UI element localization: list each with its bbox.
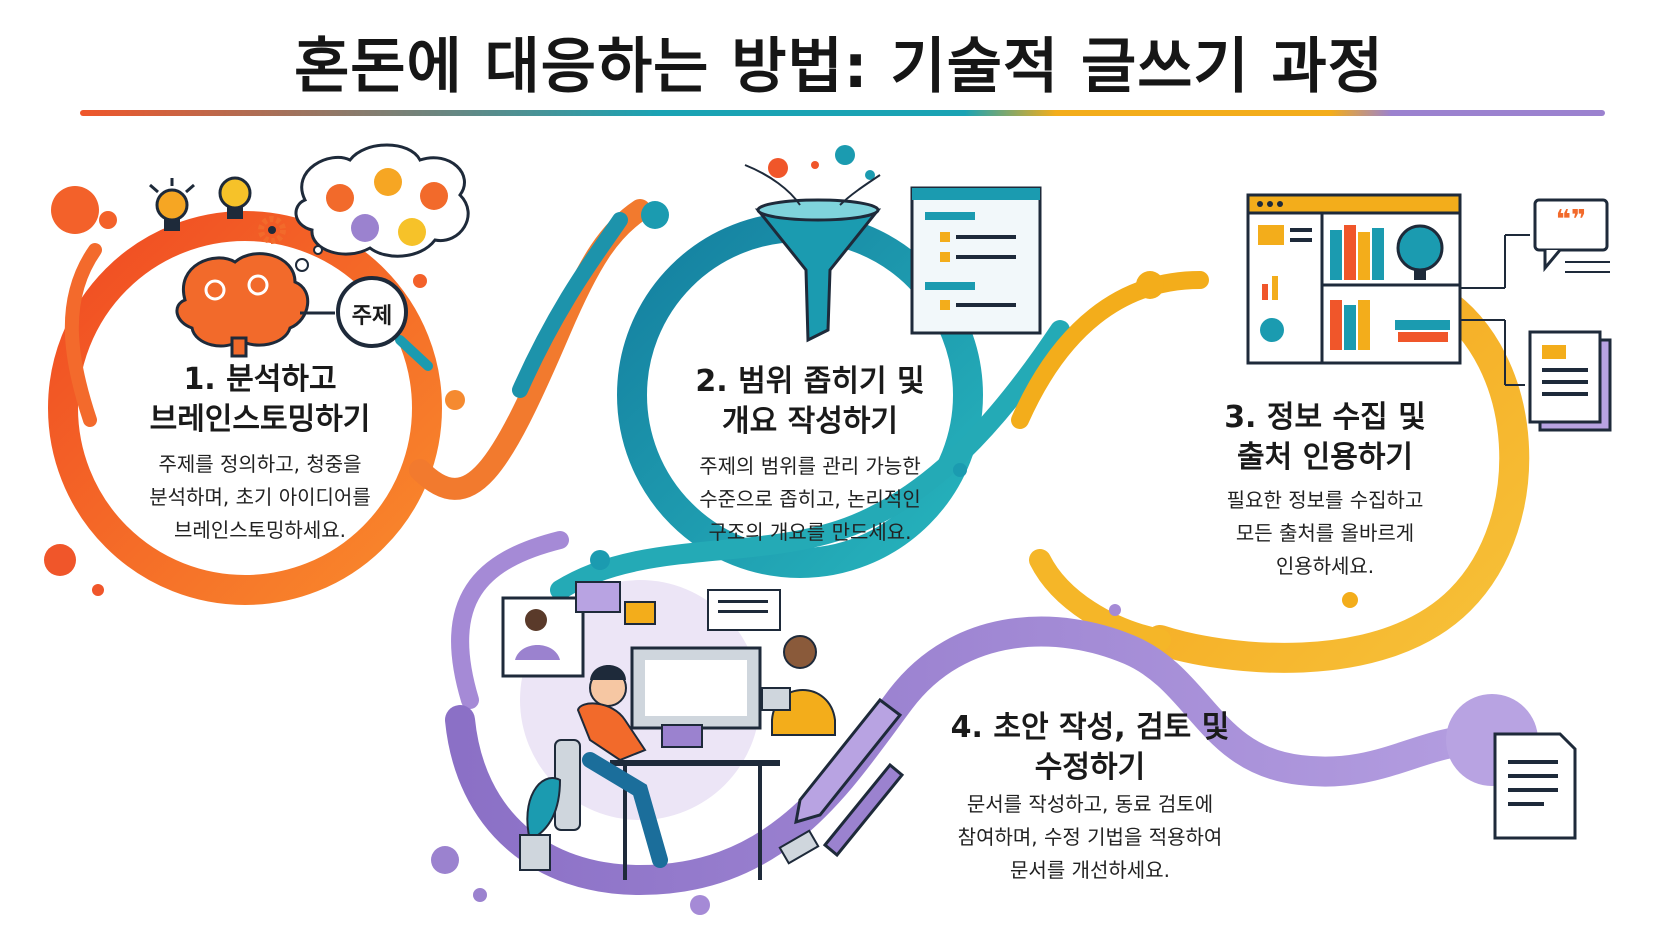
thought-bubble-icon [294, 143, 470, 272]
step-3-desc-line2: 모든 출처를 올바르게 [1235, 521, 1415, 545]
step-1-description: 주제를 정의하고, 청중을 분석하며, 초기 아이디어를 브레인스토밍하세요. [110, 448, 410, 547]
step-2-desc-line2: 수준으로 좁히고, 논리적인 [699, 487, 921, 511]
step-2-title-line2: 개요 작성하기 [721, 404, 899, 439]
step-4-title-line2: 수정하기 [1034, 750, 1146, 785]
chat-bubble-icon [501, 581, 781, 678]
step-4-desc-line2: 참여하며, 수정 기법을 적용하여 [957, 825, 1223, 849]
topic-label: 주제 [351, 304, 393, 329]
step-1-title-line1: 1. 분석하고 [183, 362, 337, 397]
step-3-title-line2: 출처 인용하기 [1236, 440, 1414, 475]
step-1-desc-line1: 주제를 정의하고, 청중을 [158, 452, 362, 476]
step-3-description: 필요한 정보를 수집하고 모든 출처를 올바르게 인용하세요. [1175, 484, 1475, 583]
papers-icon [1460, 319, 1612, 432]
page-title: 혼돈에 대응하는 방법: 기술적 글쓰기 과정 [294, 32, 1384, 102]
quote-glyph: ❝❞ [1555, 205, 1587, 235]
step-3-desc-line1: 필요한 정보를 수집하고 [1226, 488, 1424, 512]
step-3-title: 3. 정보 수집 및 출처 인용하기 [1185, 398, 1465, 478]
globe-icon [1396, 224, 1444, 280]
step-4-title: 4. 초안 작성, 검토 및 수정하기 [925, 708, 1255, 788]
step-1-desc-line3: 브레인스토밍하세요. [174, 518, 346, 542]
brain-icon [175, 252, 310, 358]
step-4-desc-line3: 문서를 개선하세요. [1010, 858, 1170, 882]
step-2-title-line1: 2. 범위 좁히기 및 [695, 364, 925, 399]
purple-ribbon [431, 531, 1538, 915]
funnel-icon [744, 145, 882, 343]
quote-bubble-icon [1460, 198, 1610, 289]
step-2-description: 주제의 범위를 관리 가능한 수준으로 좁히고, 논리적인 구조의 개요를 만드… [660, 450, 960, 549]
step-2-desc-line1: 주제의 범위를 관리 가능한 [699, 454, 921, 478]
step-3-desc-line3: 인용하세요. [1275, 554, 1375, 578]
step-4-desc-line1: 문서를 작성하고, 동료 검토에 [966, 792, 1214, 816]
lightbulb-icon [149, 176, 252, 231]
document-icon [1493, 732, 1577, 840]
step-2-title: 2. 범위 좁히기 및 개요 작성하기 [660, 362, 960, 442]
step-1-title: 1. 분석하고 브레인스토밍하기 [120, 360, 400, 440]
step-4-title-line1: 4. 초안 작성, 검토 및 [950, 710, 1230, 745]
step-2-desc-line3: 구조의 개요를 만드세요. [708, 520, 912, 544]
bookshelf-icon [1330, 225, 1450, 350]
reviewer-icon [761, 635, 836, 736]
magnifier-icon [300, 276, 433, 371]
pen-icon [778, 697, 905, 865]
title-divider [80, 110, 1605, 116]
gear-icon [258, 216, 286, 244]
outline-document-icon [910, 186, 1042, 335]
step-4-description: 문서를 작성하고, 동료 검토에 참여하며, 수정 기법을 적용하여 문서를 개… [915, 788, 1265, 887]
step-1-title-line2: 브레인스토밍하기 [149, 402, 371, 437]
step-3-title-line1: 3. 정보 수집 및 [1224, 400, 1426, 435]
step-1-desc-line2: 분석하며, 초기 아이디어를 [149, 485, 371, 509]
